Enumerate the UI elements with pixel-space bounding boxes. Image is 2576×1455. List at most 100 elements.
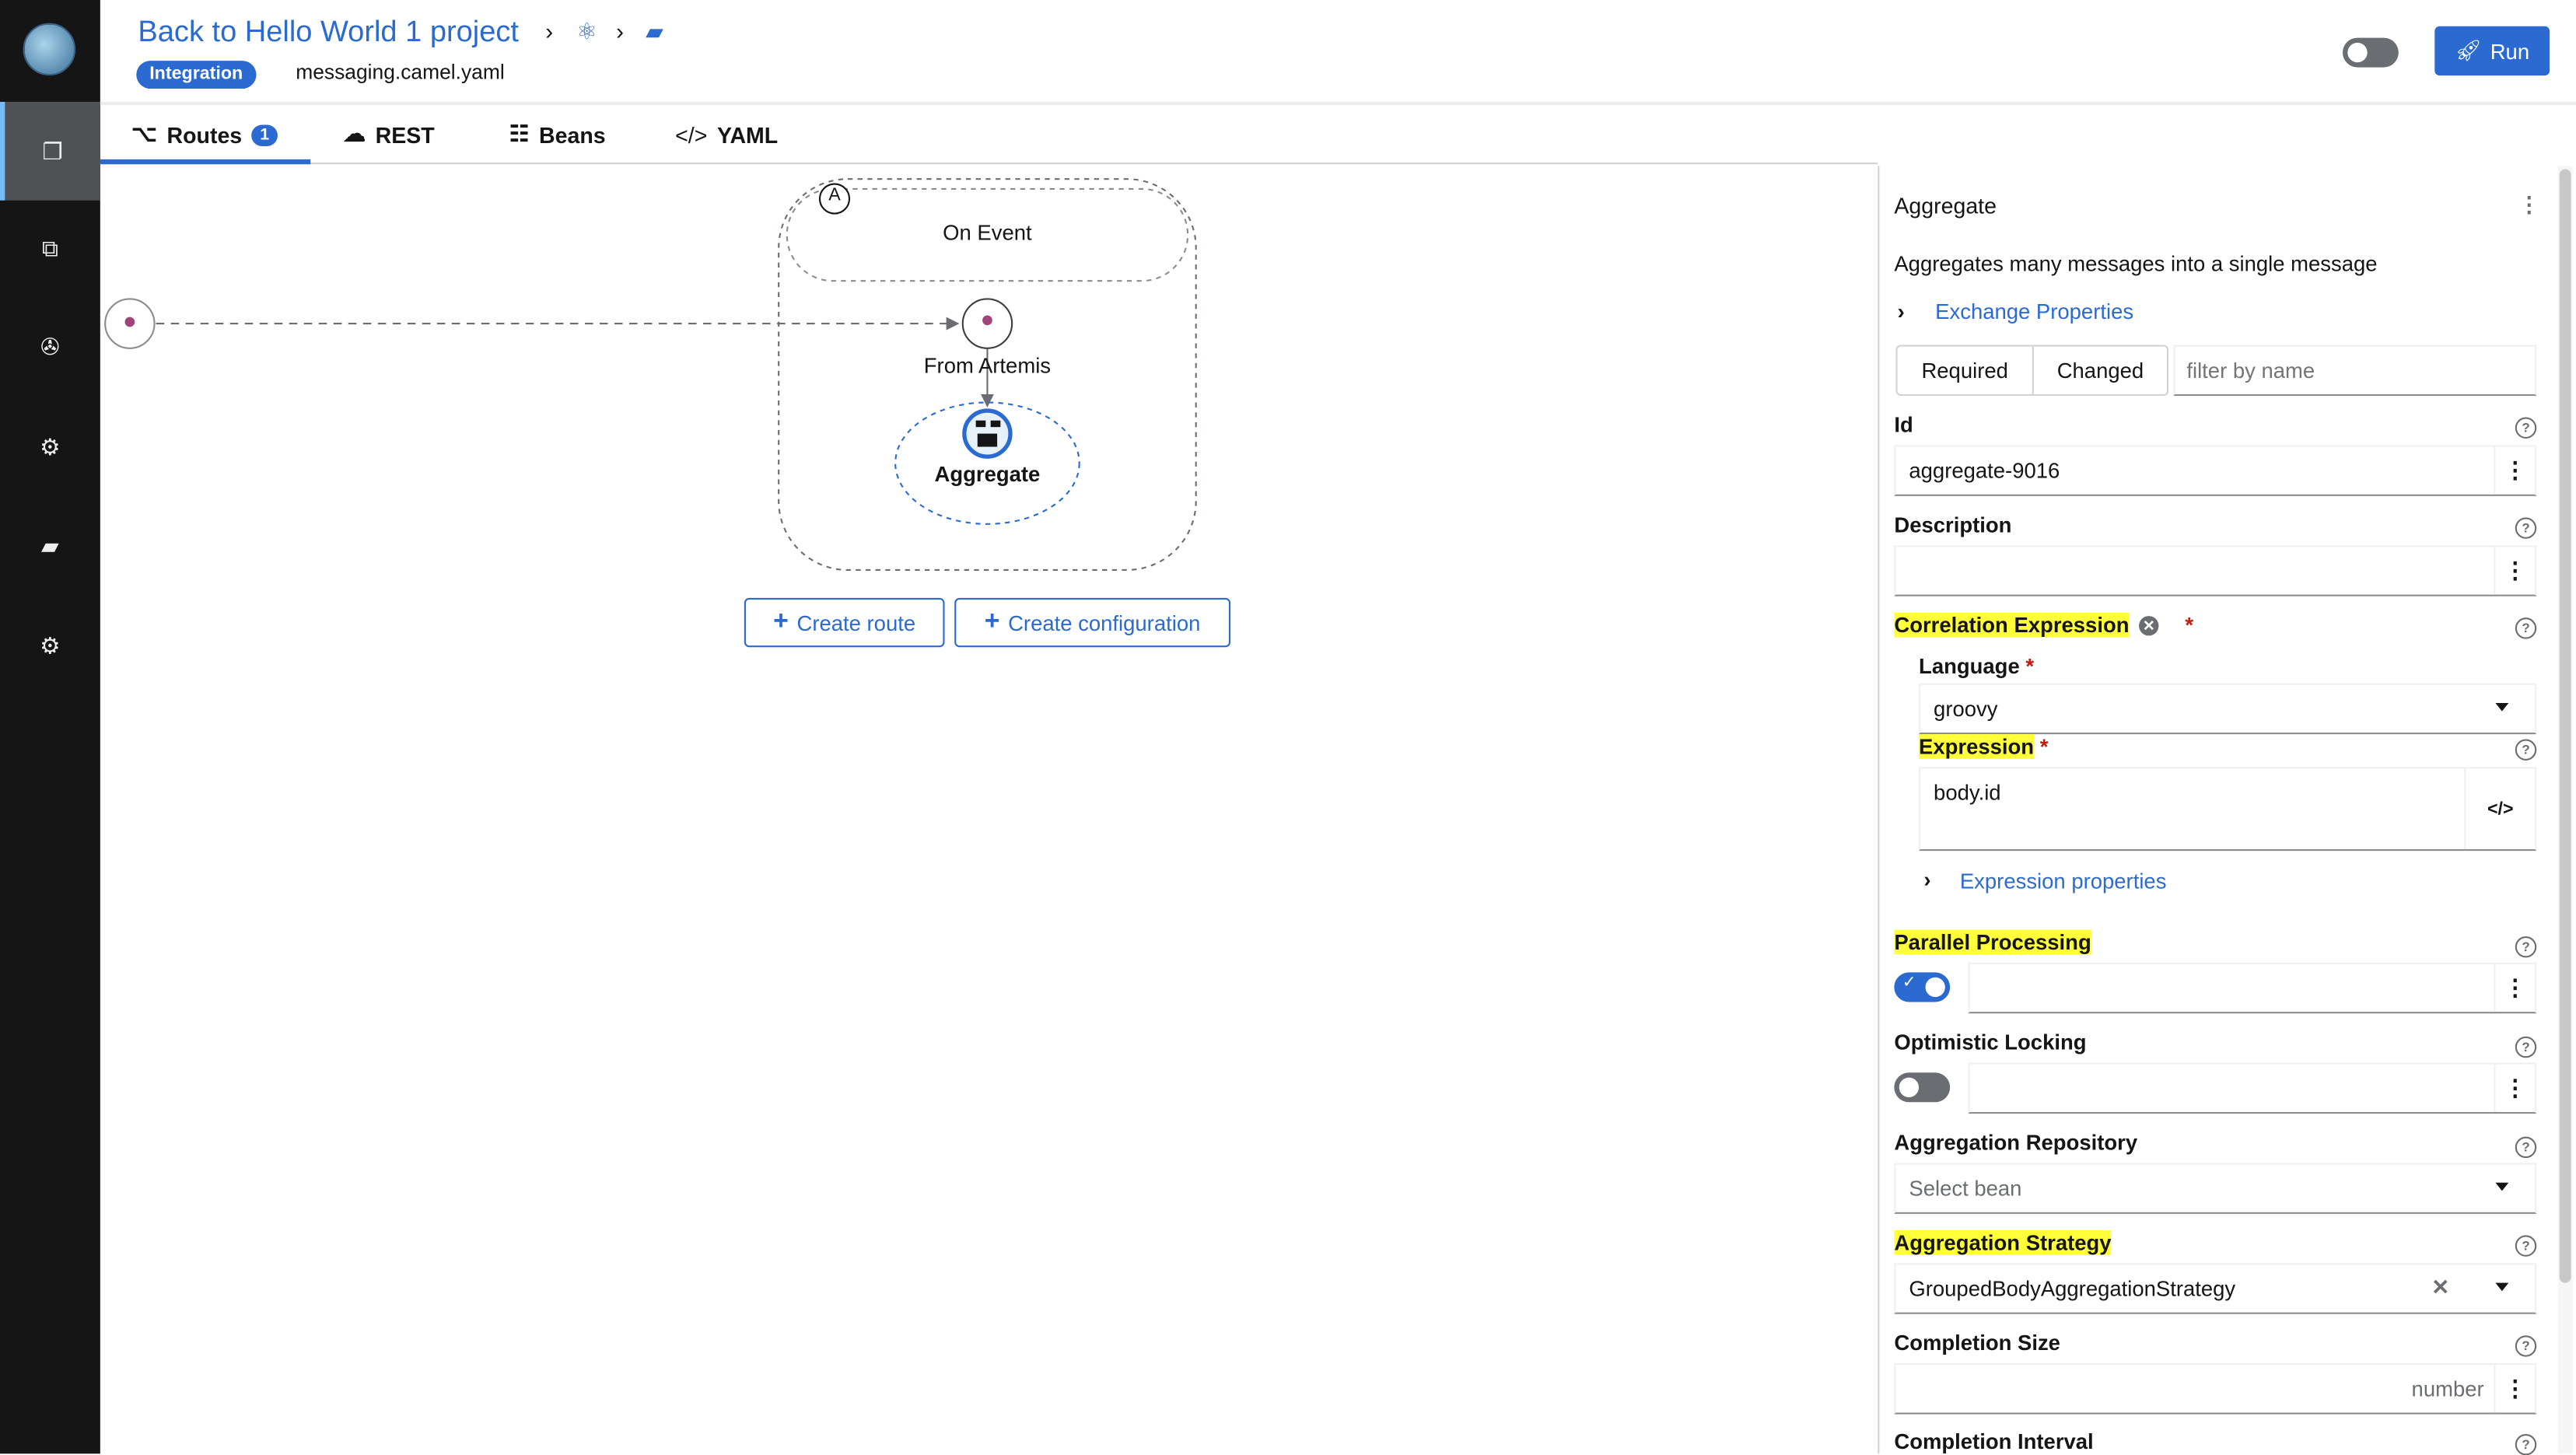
chevron-right-icon: › [545,18,554,45]
expression-textarea[interactable]: body.id </> [1919,767,2537,852]
sidebar-item-settings[interactable]: ⚙ [0,596,100,695]
description-field[interactable]: ⋮ [1894,545,2537,596]
correlation-expression-header: Correlation Expression✕* [1894,612,2194,638]
sidebar-item-routes[interactable]: ❐ [0,101,100,201]
routes-icon: ❐ [42,137,63,164]
tab-label: REST [375,122,435,148]
envelope-icon [975,420,986,428]
expression-properties-toggle[interactable]: Expression properties [1959,869,2167,894]
run-label: Run [2490,38,2530,64]
active-tab-indicator [100,159,311,165]
routes-tree-icon: ⌥ [131,121,157,146]
parallel-processing-toggle[interactable]: ✓ [1894,972,1951,1002]
help-icon[interactable]: ? [2515,417,2537,439]
id-field[interactable]: aggregate-9016 ⋮ [1894,445,2537,496]
button-label: Create route [796,610,916,635]
help-icon[interactable]: ? [2515,1136,2537,1159]
optimistic-locking-field[interactable]: ⋮ [1968,1062,2537,1114]
sidebar-item-copy[interactable]: ⧉ [0,199,100,298]
clear-icon[interactable]: ✕ [2431,1275,2450,1299]
tab-beans[interactable]: ☷Beans [509,105,606,164]
envelope-icon [990,420,1001,428]
create-configuration-button[interactable]: +Create configuration [954,597,1231,648]
integration-icon[interactable]: ⚛ [576,18,597,45]
kebab-icon[interactable]: ⋮ [2494,1064,2535,1112]
app-logo[interactable] [23,23,76,76]
kebab-icon[interactable]: ⋮ [2494,547,2535,595]
tab-yaml[interactable]: </>YAML [675,105,778,164]
settings-icon: ⚙ [40,631,61,658]
header-toggle[interactable] [2342,37,2399,68]
group-badge: A [828,185,841,206]
file-name: messaging.camel.yaml [296,61,505,84]
help-icon[interactable]: ? [2515,1235,2537,1257]
activemq-icon [982,315,992,326]
required-marker: * [2185,612,2194,638]
optimistic-locking-toggle[interactable] [1894,1072,1951,1103]
sidebar-item-debug[interactable]: ✇ [0,297,100,396]
chevron-right-icon[interactable]: › [1923,867,1931,892]
create-route-button[interactable]: + Create route [744,597,945,648]
kebab-icon[interactable]: ⋮ [2494,446,2535,495]
sidebar-item-docs[interactable]: ▰ [0,496,100,595]
code-icon: </> [675,122,708,148]
tab-label: Routes [166,122,243,148]
help-icon[interactable]: ? [2515,1036,2537,1058]
plus-icon: + [773,607,789,636]
completion-size-field[interactable]: number⋮ [1894,1363,2537,1415]
filter-input[interactable] [2173,345,2537,397]
chevron-right-icon[interactable]: › [1897,299,1905,324]
filter-required[interactable]: Required [1898,346,2034,394]
properties-panel [1878,166,2557,1454]
panel-scrollbar[interactable] [2557,166,2573,1454]
panel-title: Aggregate [1894,194,1997,219]
group-badge-circle [818,183,851,215]
code-editor-icon[interactable]: </> [2464,768,2535,850]
aggregation-strategy-select[interactable]: GroupedBodyAggregationStrategy✕ [1894,1263,2537,1314]
help-icon[interactable]: ? [2515,739,2537,761]
caret-down-icon [2495,703,2509,712]
completion-interval-label: Completion Interval [1894,1429,2094,1454]
clear-circle-icon[interactable]: ✕ [2139,615,2159,635]
copy-icon: ⧉ [41,233,58,261]
id-label: Id [1894,412,1913,437]
help-icon[interactable]: ? [2515,936,2537,958]
sliders-icon: ☷ [509,121,530,146]
caret-down-icon [2495,1182,2509,1191]
route-group [778,178,1197,571]
node-label: Aggregate [934,461,1041,487]
help-icon[interactable]: ? [2515,1433,2537,1455]
help-icon[interactable]: ? [2515,517,2537,539]
expression-label: Expression [1919,734,2035,759]
aggregation-repository-select[interactable]: Select bean [1894,1163,2537,1214]
kebab-icon[interactable]: ⋮ [2494,964,2535,1013]
divider [100,101,2576,106]
description-label: Description [1894,512,2012,537]
language-select[interactable]: groovy [1919,683,2537,735]
aggregation-repository-label: Aggregation Repository [1894,1130,2138,1155]
kebab-icon[interactable]: ⋮ [2494,1365,2535,1413]
cubes-icon: ⚙ [40,432,61,460]
sidebar-item-catalog[interactable]: ⚙ [0,397,100,496]
tab-rest[interactable]: ☁ REST [343,105,434,164]
folder-open-icon[interactable]: ▰ [646,18,663,45]
language-label: Language * [1919,653,2035,679]
filter-changed[interactable]: Changed [2056,358,2144,383]
exchange-properties-toggle[interactable]: Exchange Properties [1935,299,2134,324]
help-icon[interactable]: ? [2515,617,2537,639]
expression-value: body.id [1934,780,2001,805]
id-value: aggregate-9016 [1909,458,2060,483]
run-button[interactable]: 🚀︎Run [2434,26,2550,76]
button-label: Create configuration [1008,610,1201,635]
parallel-processing-field[interactable]: ⋮ [1968,962,2537,1014]
completion-size-label: Completion Size [1894,1330,2060,1355]
back-link[interactable]: Back to Hello World 1 project [138,15,519,48]
panel-kebab-icon[interactable]: ⋮ [2518,192,2540,217]
sidebar: ❐ ⧉ ✇ ⚙ ▰ ⚙ [0,0,100,1454]
cloud-gear-icon: ☁ [343,121,366,146]
route-canvas[interactable] [100,166,1878,1453]
aggregation-strategy-label: Aggregation Strategy [1894,1230,2112,1255]
panel-description: Aggregates many messages into a single m… [1894,251,2378,276]
help-icon[interactable]: ? [2515,1335,2537,1357]
